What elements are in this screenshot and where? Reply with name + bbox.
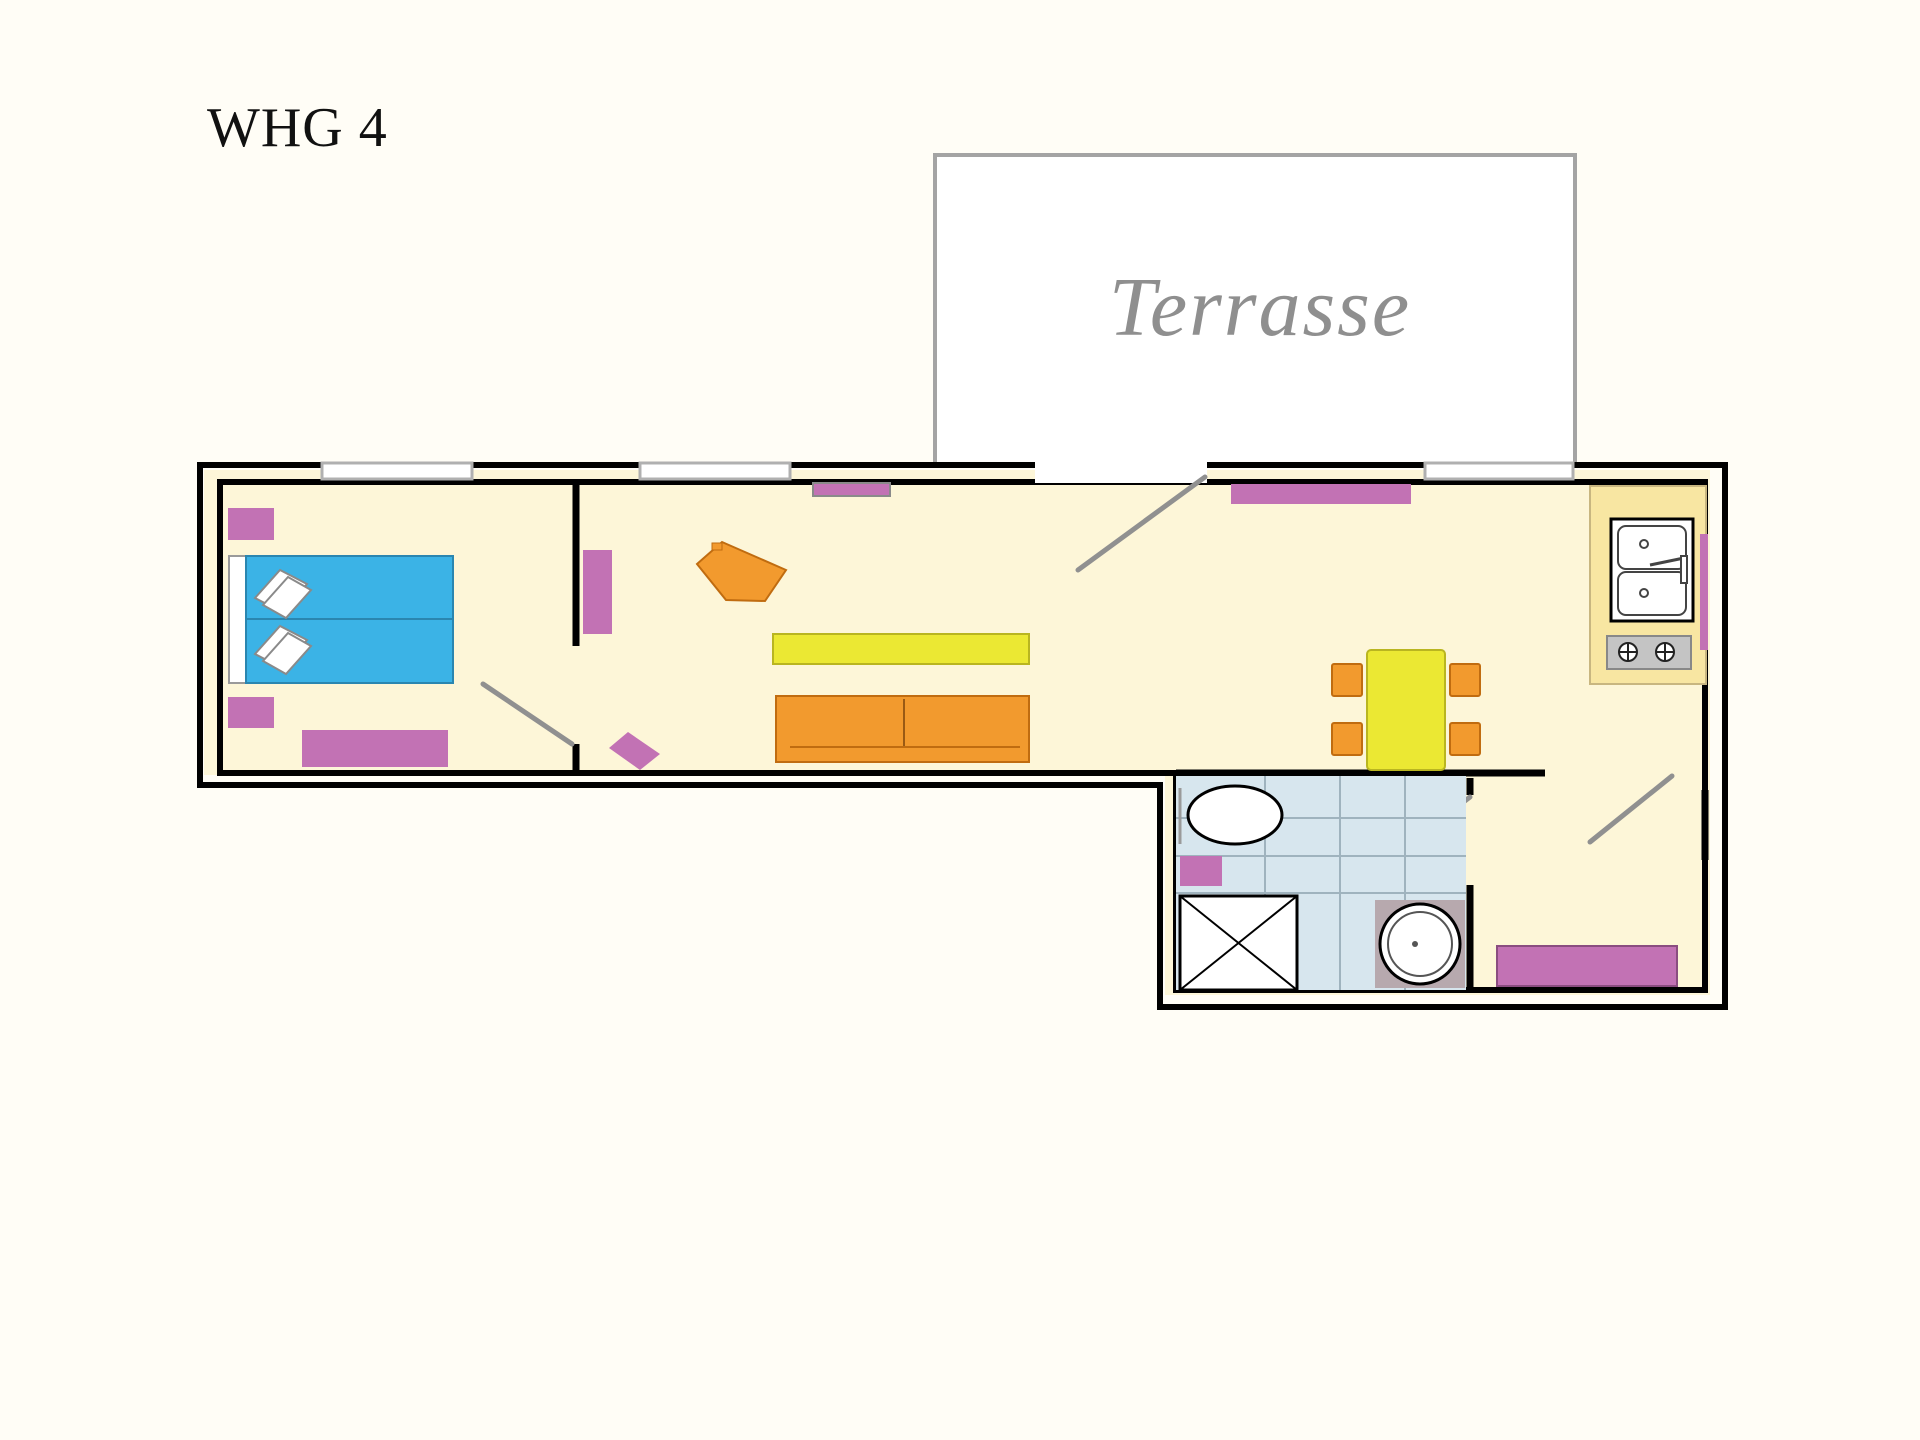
shower-cross-b [1179, 895, 1298, 991]
washbasin-rim [1387, 911, 1453, 977]
terrace: Terrasse [933, 153, 1577, 467]
terrace-door [1075, 474, 1208, 573]
storage-room [1496, 945, 1678, 987]
apartment-title: WHG 4 [207, 97, 388, 159]
dining-table [1366, 649, 1446, 771]
sink-basin-top [1617, 525, 1687, 570]
bed-headboard [228, 555, 247, 684]
faucet-base [1680, 555, 1688, 584]
window-bedroom [320, 461, 474, 481]
outer-wall-line [197, 462, 1728, 1010]
storage-wardrobe [1496, 945, 1678, 987]
nightstand-bottom [228, 697, 274, 728]
terrace-label: Terrasse [1109, 261, 1411, 354]
window-kitchen [1423, 461, 1575, 481]
armchair-knob [711, 542, 723, 551]
chair-right-top [1449, 663, 1481, 697]
sink-basin-bottom [1617, 571, 1687, 616]
windows [320, 461, 1575, 483]
sink-drain-bottom [1639, 588, 1649, 598]
terrace-outline [933, 153, 1577, 467]
living-sideboard [1231, 484, 1411, 504]
sofa [775, 695, 1030, 763]
bedroom-door [480, 681, 575, 747]
kitchenette [1589, 485, 1708, 685]
window-living [638, 461, 792, 481]
bedroom-wardrobe [302, 730, 448, 767]
burner-icon [1618, 642, 1675, 662]
faucet-icon [1649, 556, 1685, 567]
terrace-door-opening [1035, 461, 1207, 483]
sink-drain-top [1639, 539, 1649, 549]
chair-right-bottom [1449, 722, 1481, 756]
bathroom-cabinet [1180, 856, 1222, 886]
toilet-icon [1186, 784, 1284, 846]
pillow-icon [253, 568, 313, 676]
living-room [583, 482, 1411, 770]
interior-walls [572, 482, 1709, 990]
chair-left-bottom [1331, 722, 1363, 756]
dining-area [1331, 649, 1481, 771]
washbasin-icon [1378, 902, 1462, 986]
bathroom [1176, 776, 1466, 992]
coffee-table [772, 633, 1030, 665]
bedroom [228, 508, 454, 767]
storage-room-door [1587, 773, 1675, 845]
washbasin-drain [1412, 941, 1418, 947]
floor-lamp [609, 732, 660, 770]
nightstand-top [228, 508, 274, 540]
living-shelf-top [812, 482, 891, 497]
living-cabinet-left [583, 550, 612, 634]
chair-left-top [1331, 663, 1363, 697]
kitchen-cabinet [1700, 534, 1708, 650]
